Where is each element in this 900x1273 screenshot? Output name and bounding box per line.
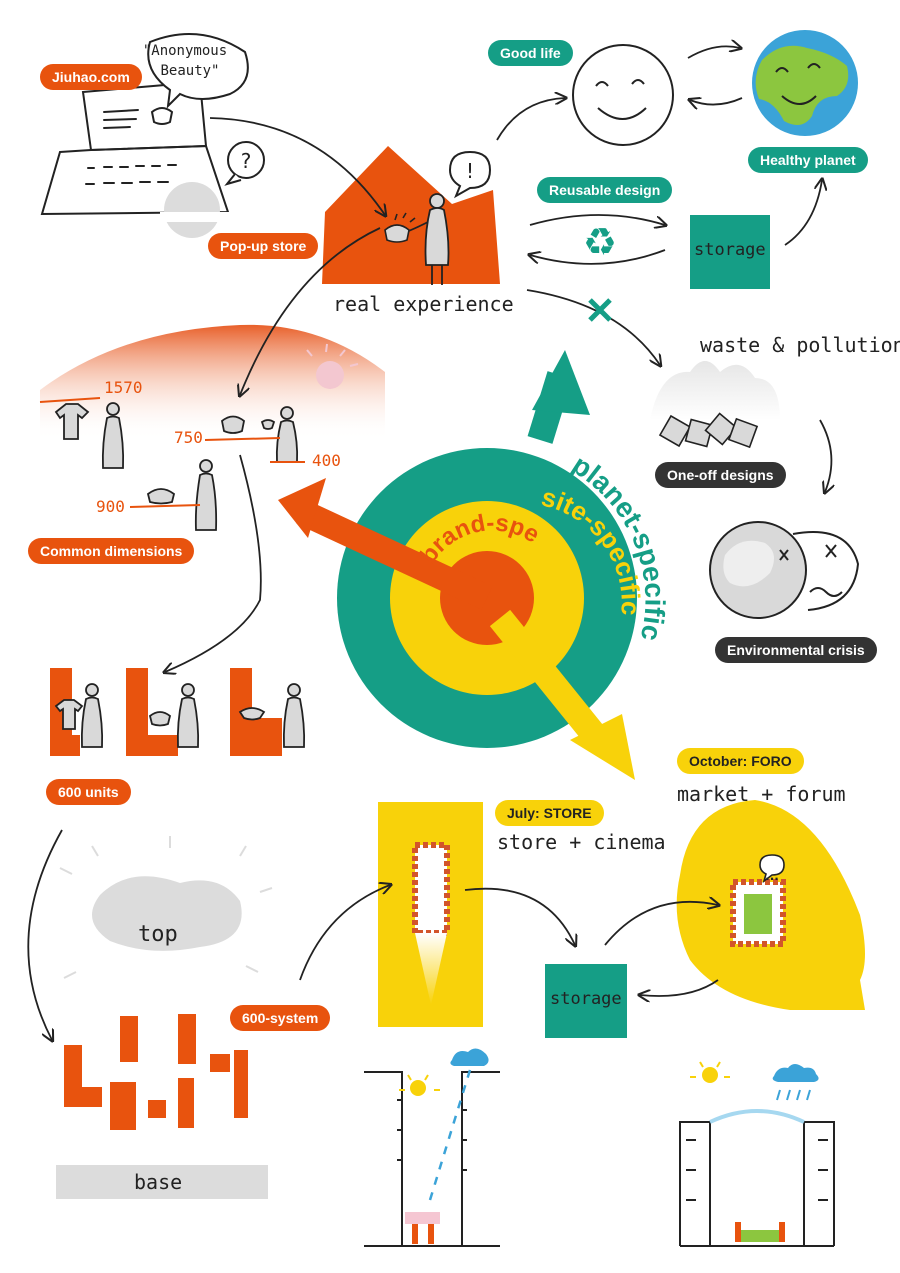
speech-bubble-icon <box>147 33 249 109</box>
forum-stage <box>735 1230 785 1242</box>
jiuhao-label: Jiuhao.com <box>40 64 142 90</box>
smiley-face-icon <box>572 44 674 146</box>
reusable-design-label: Reusable design <box>537 177 673 203</box>
laptop-icon <box>40 80 230 216</box>
base-blocks <box>64 1014 248 1130</box>
healthy-planet-label: Healthy planet <box>748 147 868 173</box>
dimension-900: 900 <box>96 497 125 516</box>
base-bar <box>56 1165 268 1199</box>
real-experience-text: real experience <box>333 292 514 316</box>
store-stall <box>405 1212 440 1224</box>
top-text: top <box>138 922 178 947</box>
exclamation-mark: ! <box>466 159 474 183</box>
storage-bottom-text: storage <box>550 989 622 1009</box>
flow-arrows <box>27 46 831 1040</box>
brand-arrow <box>296 500 493 610</box>
store-layout <box>412 842 450 936</box>
600-units-label: 600 units <box>46 779 131 805</box>
waste-pollution-text: waste & pollution <box>700 333 900 357</box>
hill-shape <box>40 324 385 440</box>
person-figure-icon <box>399 193 450 285</box>
unit-people-icon <box>54 683 306 748</box>
store-section-drawing <box>364 1071 500 1247</box>
question-bubble-icon <box>227 141 265 179</box>
rain-cloud-icon-2 <box>772 1064 819 1082</box>
top-cloud <box>92 876 242 951</box>
storage-top-text: storage <box>694 240 766 260</box>
waste-cloud <box>650 361 780 420</box>
forum-roof <box>709 1109 805 1124</box>
person-head-icon <box>164 182 220 238</box>
dimension-1570: 1570 <box>104 378 143 397</box>
base-text: base <box>134 1170 183 1194</box>
cinema-light <box>415 933 447 1005</box>
one-off-designs-label: One-off designs <box>655 462 786 488</box>
unit-blocks <box>50 668 282 756</box>
waste-pieces-icon <box>658 412 759 449</box>
exclamation-bubble-icon <box>448 150 492 199</box>
600-system-label: 600-system <box>230 1005 331 1031</box>
sun-icon <box>316 361 344 389</box>
sun-small-icon-2 <box>702 1067 718 1083</box>
dimension-400: 400 <box>312 451 341 470</box>
dimension-750: 750 <box>174 428 203 447</box>
rain-cloud-icon <box>450 1048 489 1066</box>
october-foro-label: October: FORO <box>677 748 804 774</box>
environmental-crisis-label: Environmental crisis <box>715 637 877 663</box>
storage-box-bottom <box>545 964 627 1038</box>
bowl-icon <box>384 224 410 243</box>
anonymous-beauty-text-2: Beauty" <box>160 63 219 79</box>
storage-box-top <box>690 215 770 289</box>
recycle-icon: ♻ <box>583 220 617 264</box>
july-store-label: July: STORE <box>495 800 604 826</box>
site-arrow <box>489 609 611 751</box>
anonymous-beauty-text-1: "Anonymous <box>143 43 227 59</box>
cross-mark-icon <box>588 298 612 322</box>
sun-small-icon <box>410 1080 426 1096</box>
question-mark: ? <box>241 149 252 173</box>
top-rays <box>59 836 273 979</box>
common-dimensions-label: Common dimensions <box>28 538 195 564</box>
forum-section-drawing <box>679 1121 835 1247</box>
speech-dots: ... <box>765 869 779 883</box>
pop-up-store-house <box>322 146 500 284</box>
pop-up-store-label: Pop-up store <box>208 233 319 259</box>
market-forum-text: market + forum <box>677 782 846 806</box>
good-life-label: Good life <box>488 40 573 66</box>
store-cinema-text: store + cinema <box>497 830 666 854</box>
